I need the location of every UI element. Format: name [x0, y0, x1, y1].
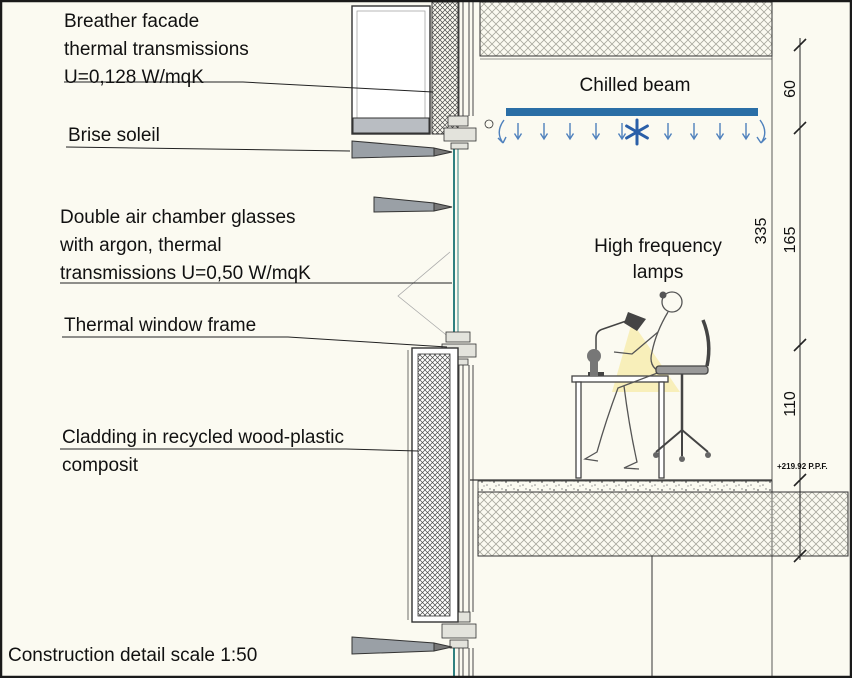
breather-facade-label: Breather facade thermal transmissions U=… [64, 8, 249, 92]
facade-assembly [351, 1, 494, 676]
desk-lamp-arm [595, 318, 633, 376]
floor-level-label: +219.92 P.P.F. [777, 462, 828, 471]
cladding-label: Cladding in recycled wood-plastic compos… [62, 424, 344, 480]
glazing-line-3: transmissions U=0,50 W/mqK [60, 263, 311, 284]
lamps-line-1: High frequency [594, 236, 722, 257]
glazing-line-2: with argon, thermal [60, 235, 222, 256]
desk-object [587, 349, 601, 363]
person-head [661, 291, 683, 313]
chair-base [655, 429, 709, 456]
breather-line-1: Breather facade [64, 11, 200, 32]
dimension-line [793, 38, 807, 563]
glazing-pane [453, 146, 459, 676]
desk-top [571, 375, 669, 383]
drawing-title: Construction detail scale 1:50 [8, 645, 258, 666]
dim-overall-335: 335 [753, 217, 770, 245]
upper-panel [351, 5, 431, 135]
leader-brise-soleil [65, 146, 351, 152]
floor-slab [470, 479, 849, 676]
mullion-lines [458, 2, 474, 676]
upper-panel-frame-bar [352, 117, 430, 134]
lamps-line-2: lamps [632, 262, 684, 283]
chilled-beam-label: Chilled beam [579, 75, 691, 96]
ceiling-slab [479, 1, 773, 60]
person-torso [650, 311, 669, 373]
cold-air-icon [625, 118, 649, 146]
person-leg-1 [583, 371, 661, 462]
chilled-beam-bar [506, 108, 758, 116]
glazing-line-1: Double air chamber glasses [60, 207, 296, 228]
airflow-arrows [497, 119, 767, 144]
leader-lines [60, 81, 452, 452]
dim-lower-110: 110 [782, 391, 799, 417]
frame-node-top [443, 115, 494, 150]
chair-back [701, 319, 711, 367]
dim-upper-165: 165 [782, 226, 799, 254]
breather-line-2: thermal transmissions [64, 39, 249, 60]
cladding-line-1: Cladding in recycled wood-plastic [62, 427, 344, 448]
leader-cladding [60, 448, 419, 452]
insulation-upper [431, 1, 459, 135]
desk-lamp-head [624, 312, 646, 331]
glazing-label: Double air chamber glasses with argon, t… [60, 204, 311, 288]
chair-seat [655, 365, 709, 375]
cladding-panel [407, 347, 459, 623]
window-frame-label: Thermal window frame [64, 315, 257, 336]
lamps-label: High frequency lamps [568, 234, 748, 286]
brise-soleil-blades [351, 140, 453, 655]
cladding-line-2: composit [62, 455, 139, 476]
dim-plenum-60: 60 [782, 80, 799, 98]
brise-soleil-label: Brise soleil [68, 125, 160, 146]
leader-breather [64, 81, 434, 93]
person-leg-2 [623, 385, 640, 470]
chilled-beam [497, 108, 767, 146]
leader-window-frame [62, 336, 448, 348]
person-at-desk-figure [571, 291, 711, 479]
insulation-lower [417, 353, 451, 617]
person-arm [613, 331, 659, 355]
breather-line-3: U=0,128 W/mqK [64, 67, 204, 88]
opening-symbol [397, 251, 451, 339]
